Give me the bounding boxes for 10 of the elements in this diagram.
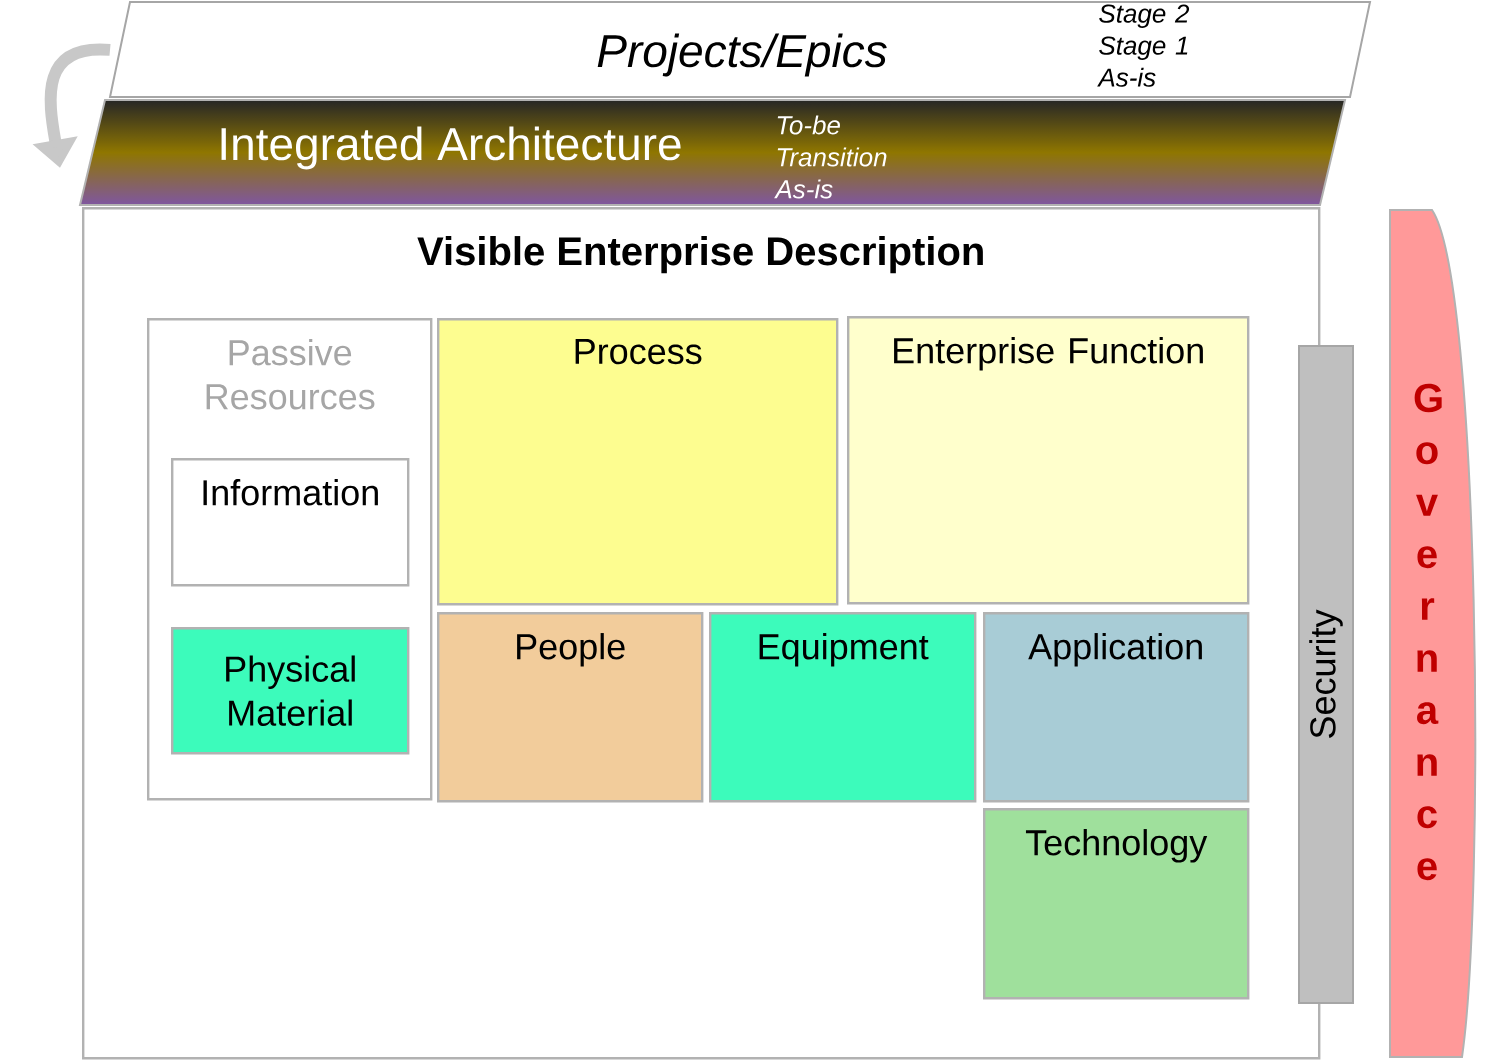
security-bar: Security	[1298, 345, 1354, 1004]
technology-box: Technology	[983, 808, 1250, 1000]
information-box: Information	[171, 458, 410, 587]
process-box: Process	[437, 318, 839, 606]
equipment-box: Equipment	[709, 612, 977, 803]
material-box: Physical Material	[171, 627, 410, 755]
function-box: Enterprise Function	[847, 316, 1250, 605]
governance-banner: Governance	[1389, 209, 1477, 1058]
application-box: Application	[983, 612, 1250, 803]
people-box: People	[437, 612, 704, 803]
